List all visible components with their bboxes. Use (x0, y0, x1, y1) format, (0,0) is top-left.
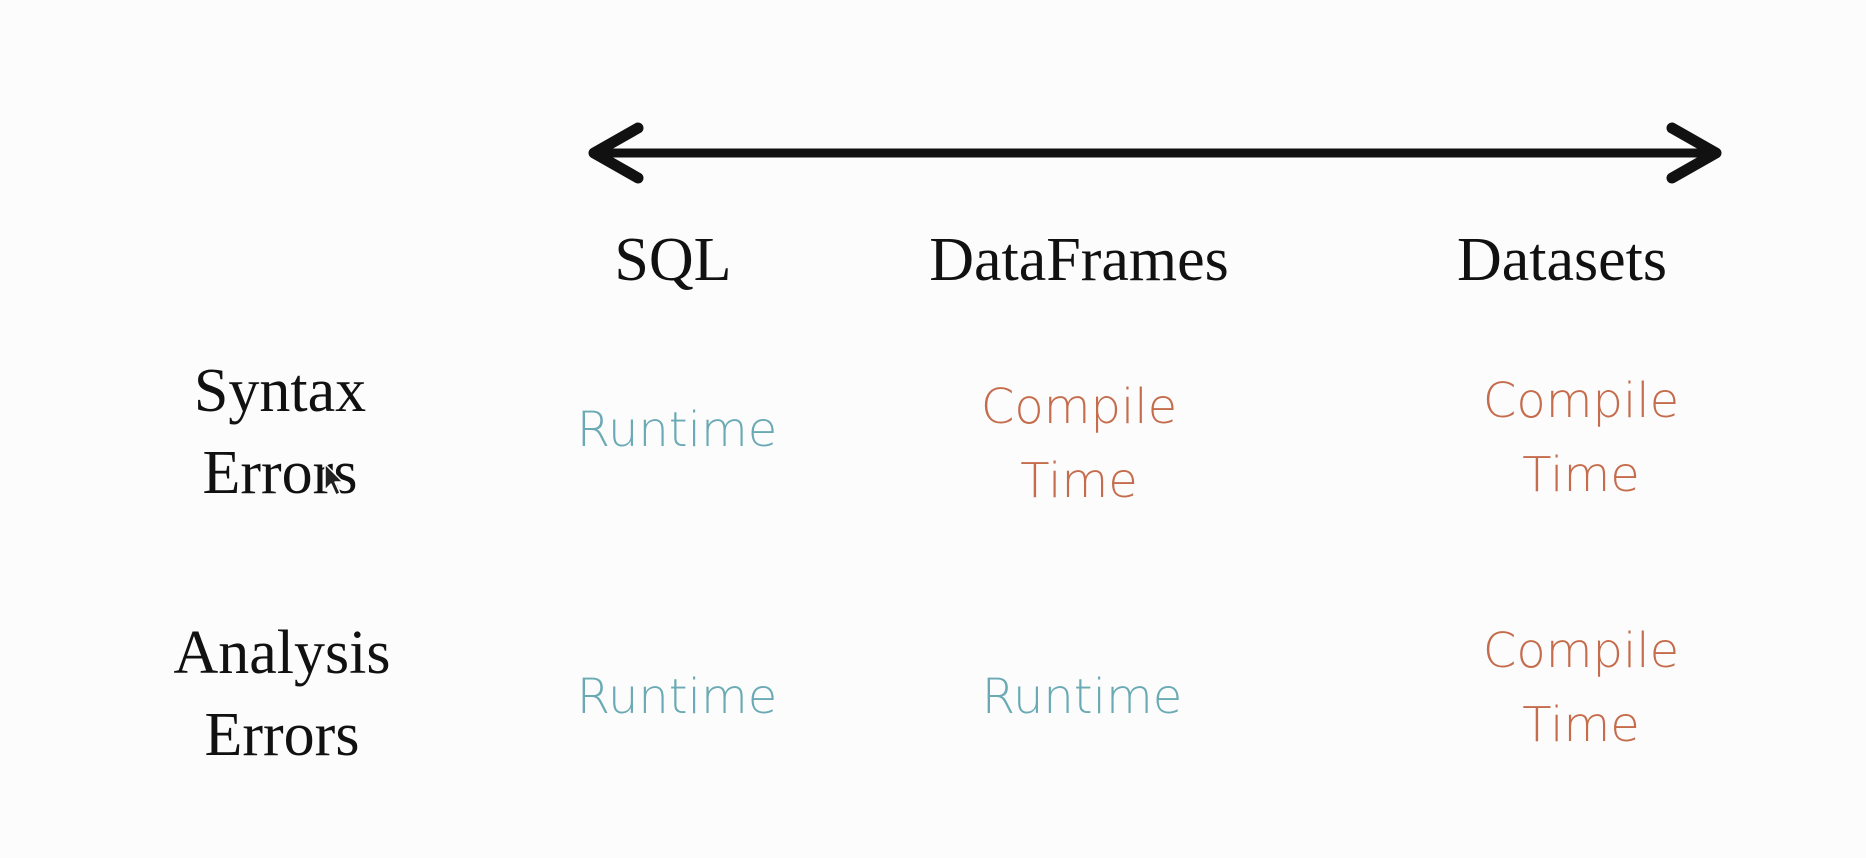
cell-analysis-datasets: Compile Time (1482, 623, 1680, 753)
column-header-sql: SQL (614, 226, 732, 294)
double-headed-arrow-icon (588, 122, 1722, 184)
cell-analysis-sql: Runtime (576, 669, 778, 725)
row-header-syntax-errors: Syntax Errors (193, 357, 367, 507)
mouse-pointer-icon (324, 463, 344, 496)
column-header-datasets: Datasets (1456, 226, 1668, 294)
cell-syntax-dataframes: Compile Time (980, 379, 1178, 509)
row-header-analysis-errors: Analysis Errors (173, 619, 391, 769)
column-header-dataframes: DataFrames (929, 226, 1229, 294)
cell-syntax-datasets: Compile Time (1482, 373, 1680, 503)
cell-syntax-sql: Runtime (576, 402, 778, 458)
cell-analysis-dataframes: Runtime (981, 669, 1183, 725)
